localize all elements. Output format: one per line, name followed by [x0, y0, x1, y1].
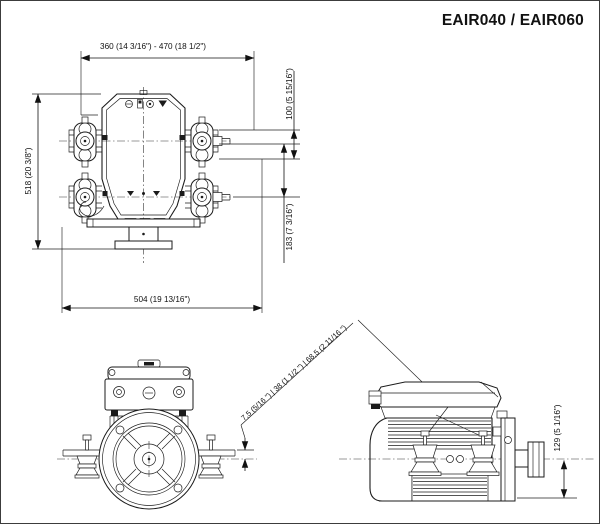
- damper-right-lower: [190, 172, 231, 224]
- dimension-width-range: 360 (14 3/16") - 470 (18 1/2"): [80, 42, 255, 130]
- side-damper-left: [408, 430, 442, 476]
- dimension-base-width: 504 (19 13/16"): [61, 159, 263, 313]
- dim-mount-offsets-label: 7,5 (5/16 ") | 38 (1 1/2 ") | 68,5 (2 11…: [239, 323, 348, 423]
- side-view: [339, 381, 595, 502]
- control-panel-icons: [125, 99, 167, 109]
- dimension-damper-height: 100 (5 15/16"): [219, 68, 300, 160]
- mount-arm-left: [62, 434, 100, 479]
- dim-shaft-base-height-label: 129 (5 1/16"): [553, 404, 562, 451]
- dimension-damper-spacing: 183 (7 3/16"): [219, 143, 300, 263]
- dimension-overall-height: 518 (20 3/8"): [24, 93, 115, 250]
- dim-overall-height-label: 518 (20 3/8"): [24, 147, 33, 194]
- damper-right-upper: [190, 116, 231, 168]
- front-bottom-view: [57, 359, 257, 510]
- front-view: [59, 87, 233, 263]
- dim-damper-spacing-label: 183 (7 3/16"): [285, 203, 294, 250]
- lower-face-marks: [127, 191, 160, 196]
- damper-left-upper: [73, 116, 97, 168]
- mount-arm-right: [198, 434, 236, 479]
- motor-body-side: [369, 417, 514, 502]
- side-damper-right: [466, 430, 500, 476]
- drawing-title: EAIR040 / EAIR060: [441, 12, 584, 29]
- base-flange: [86, 218, 201, 250]
- terminal-box: [104, 359, 194, 416]
- drive-end-flange: [492, 410, 545, 502]
- dim-damper-height-label: 100 (5 15/16"): [285, 68, 294, 120]
- dim-width-range-label: 360 (14 3/16") - 470 (18 1/2"): [100, 42, 206, 51]
- dimension-shaft-base-height: 129 (5 1/16"): [517, 404, 577, 499]
- dim-base-width-label: 504 (19 13/16"): [134, 295, 190, 304]
- motor-flange-face: [98, 408, 200, 510]
- top-cover: [368, 381, 502, 419]
